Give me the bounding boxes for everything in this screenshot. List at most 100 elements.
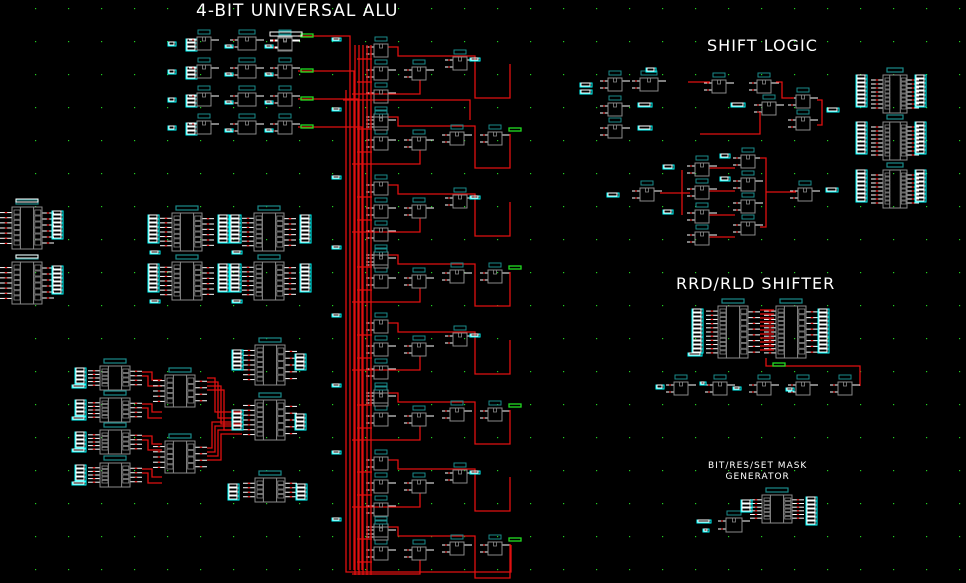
gate-body [487, 407, 503, 422]
wire [352, 426, 421, 441]
grid-dot [530, 503, 532, 505]
grid-dot [167, 536, 169, 538]
grid-dot [530, 206, 532, 208]
io-pin [229, 214, 242, 220]
chip-cell [255, 273, 263, 279]
grid-dot [398, 569, 400, 571]
io-pin-label [230, 238, 240, 243]
gate-label-box [374, 382, 388, 388]
io-pin [295, 483, 308, 489]
logic-gate [449, 400, 465, 422]
io-pin [637, 102, 653, 108]
chip-cell [900, 200, 907, 205]
grid-dot [959, 239, 961, 241]
gate-label-box [798, 180, 812, 186]
gate-notch [379, 412, 383, 418]
chip-cell [255, 287, 263, 292]
chip-cell [173, 282, 181, 288]
io-pin [655, 384, 665, 390]
wire [142, 472, 162, 484]
gate-body [373, 526, 389, 541]
grid-dot [365, 272, 367, 274]
io-pin [645, 67, 657, 73]
chip-cell [900, 188, 907, 193]
chip-cell [798, 337, 806, 343]
logic-gate [487, 534, 503, 556]
io-pin [719, 153, 731, 159]
logic-gate [373, 495, 389, 517]
gate-notch [801, 94, 805, 100]
chip-label-box [175, 205, 199, 211]
io-pin [299, 222, 312, 228]
grid-dot [596, 404, 598, 406]
chip-cell [13, 285, 21, 291]
io-pin [855, 121, 868, 127]
chip-cell [194, 226, 202, 232]
wire [776, 81, 794, 99]
grid-dot [728, 569, 730, 571]
gate-label-box [695, 155, 709, 161]
grid-dot [134, 8, 136, 10]
probe [300, 68, 314, 73]
grid-dot [266, 239, 268, 241]
io-pin [637, 125, 653, 131]
chip-body [761, 494, 793, 524]
chip-cell [900, 152, 907, 157]
chip-cell [777, 342, 785, 347]
wire [142, 439, 162, 451]
io-pin [231, 349, 244, 355]
grid-dot [695, 437, 697, 439]
chip-cell [101, 439, 109, 444]
io-pin [185, 98, 198, 104]
io-pin-label [332, 37, 340, 41]
chip-cell [277, 402, 285, 410]
io-pin-label [168, 69, 175, 74]
io-pin-label [186, 74, 196, 79]
grid-dot [35, 272, 37, 274]
grid-dot [35, 470, 37, 472]
io-pin [855, 181, 868, 187]
grid-dot [926, 305, 928, 307]
io-pin-label [148, 263, 158, 268]
gate-label-box [412, 197, 426, 203]
grid-dot [596, 239, 598, 241]
gate-label-box [453, 325, 467, 331]
io-pin-label [265, 72, 272, 76]
gate-notch [283, 92, 287, 98]
io-pin-label [218, 214, 228, 219]
grid-dot [530, 536, 532, 538]
gate-body [452, 469, 468, 484]
grid-dot [530, 173, 532, 175]
grid-dot [134, 173, 136, 175]
io-pin [167, 41, 177, 47]
gate-notch [613, 124, 617, 130]
grid-dot [101, 305, 103, 307]
chip-cell [784, 497, 792, 502]
io-pin-label [915, 145, 925, 150]
chip-label-box [168, 367, 192, 373]
chip-cell [276, 242, 284, 248]
grid-dot [68, 272, 70, 274]
chip-cell [13, 230, 21, 236]
chip-label-box [886, 114, 904, 120]
chip-cell [13, 214, 21, 220]
io-pin [185, 46, 198, 52]
io-pin [740, 499, 753, 505]
grid-dot [959, 470, 961, 472]
chip-cell [900, 136, 907, 141]
chip-body [99, 462, 131, 488]
chip-cell [900, 81, 907, 86]
grid-dot [68, 470, 70, 472]
chip-cell [777, 312, 785, 317]
chip-cell [276, 264, 284, 270]
io-pin [217, 214, 230, 220]
gate-notch [379, 546, 383, 552]
grid-dot [200, 371, 202, 373]
chip-cell [884, 132, 891, 137]
grid-dot [497, 272, 499, 274]
io-pin-label [295, 353, 305, 358]
grid-dot [365, 305, 367, 307]
chip-cell [784, 515, 792, 520]
wire [352, 80, 421, 95]
